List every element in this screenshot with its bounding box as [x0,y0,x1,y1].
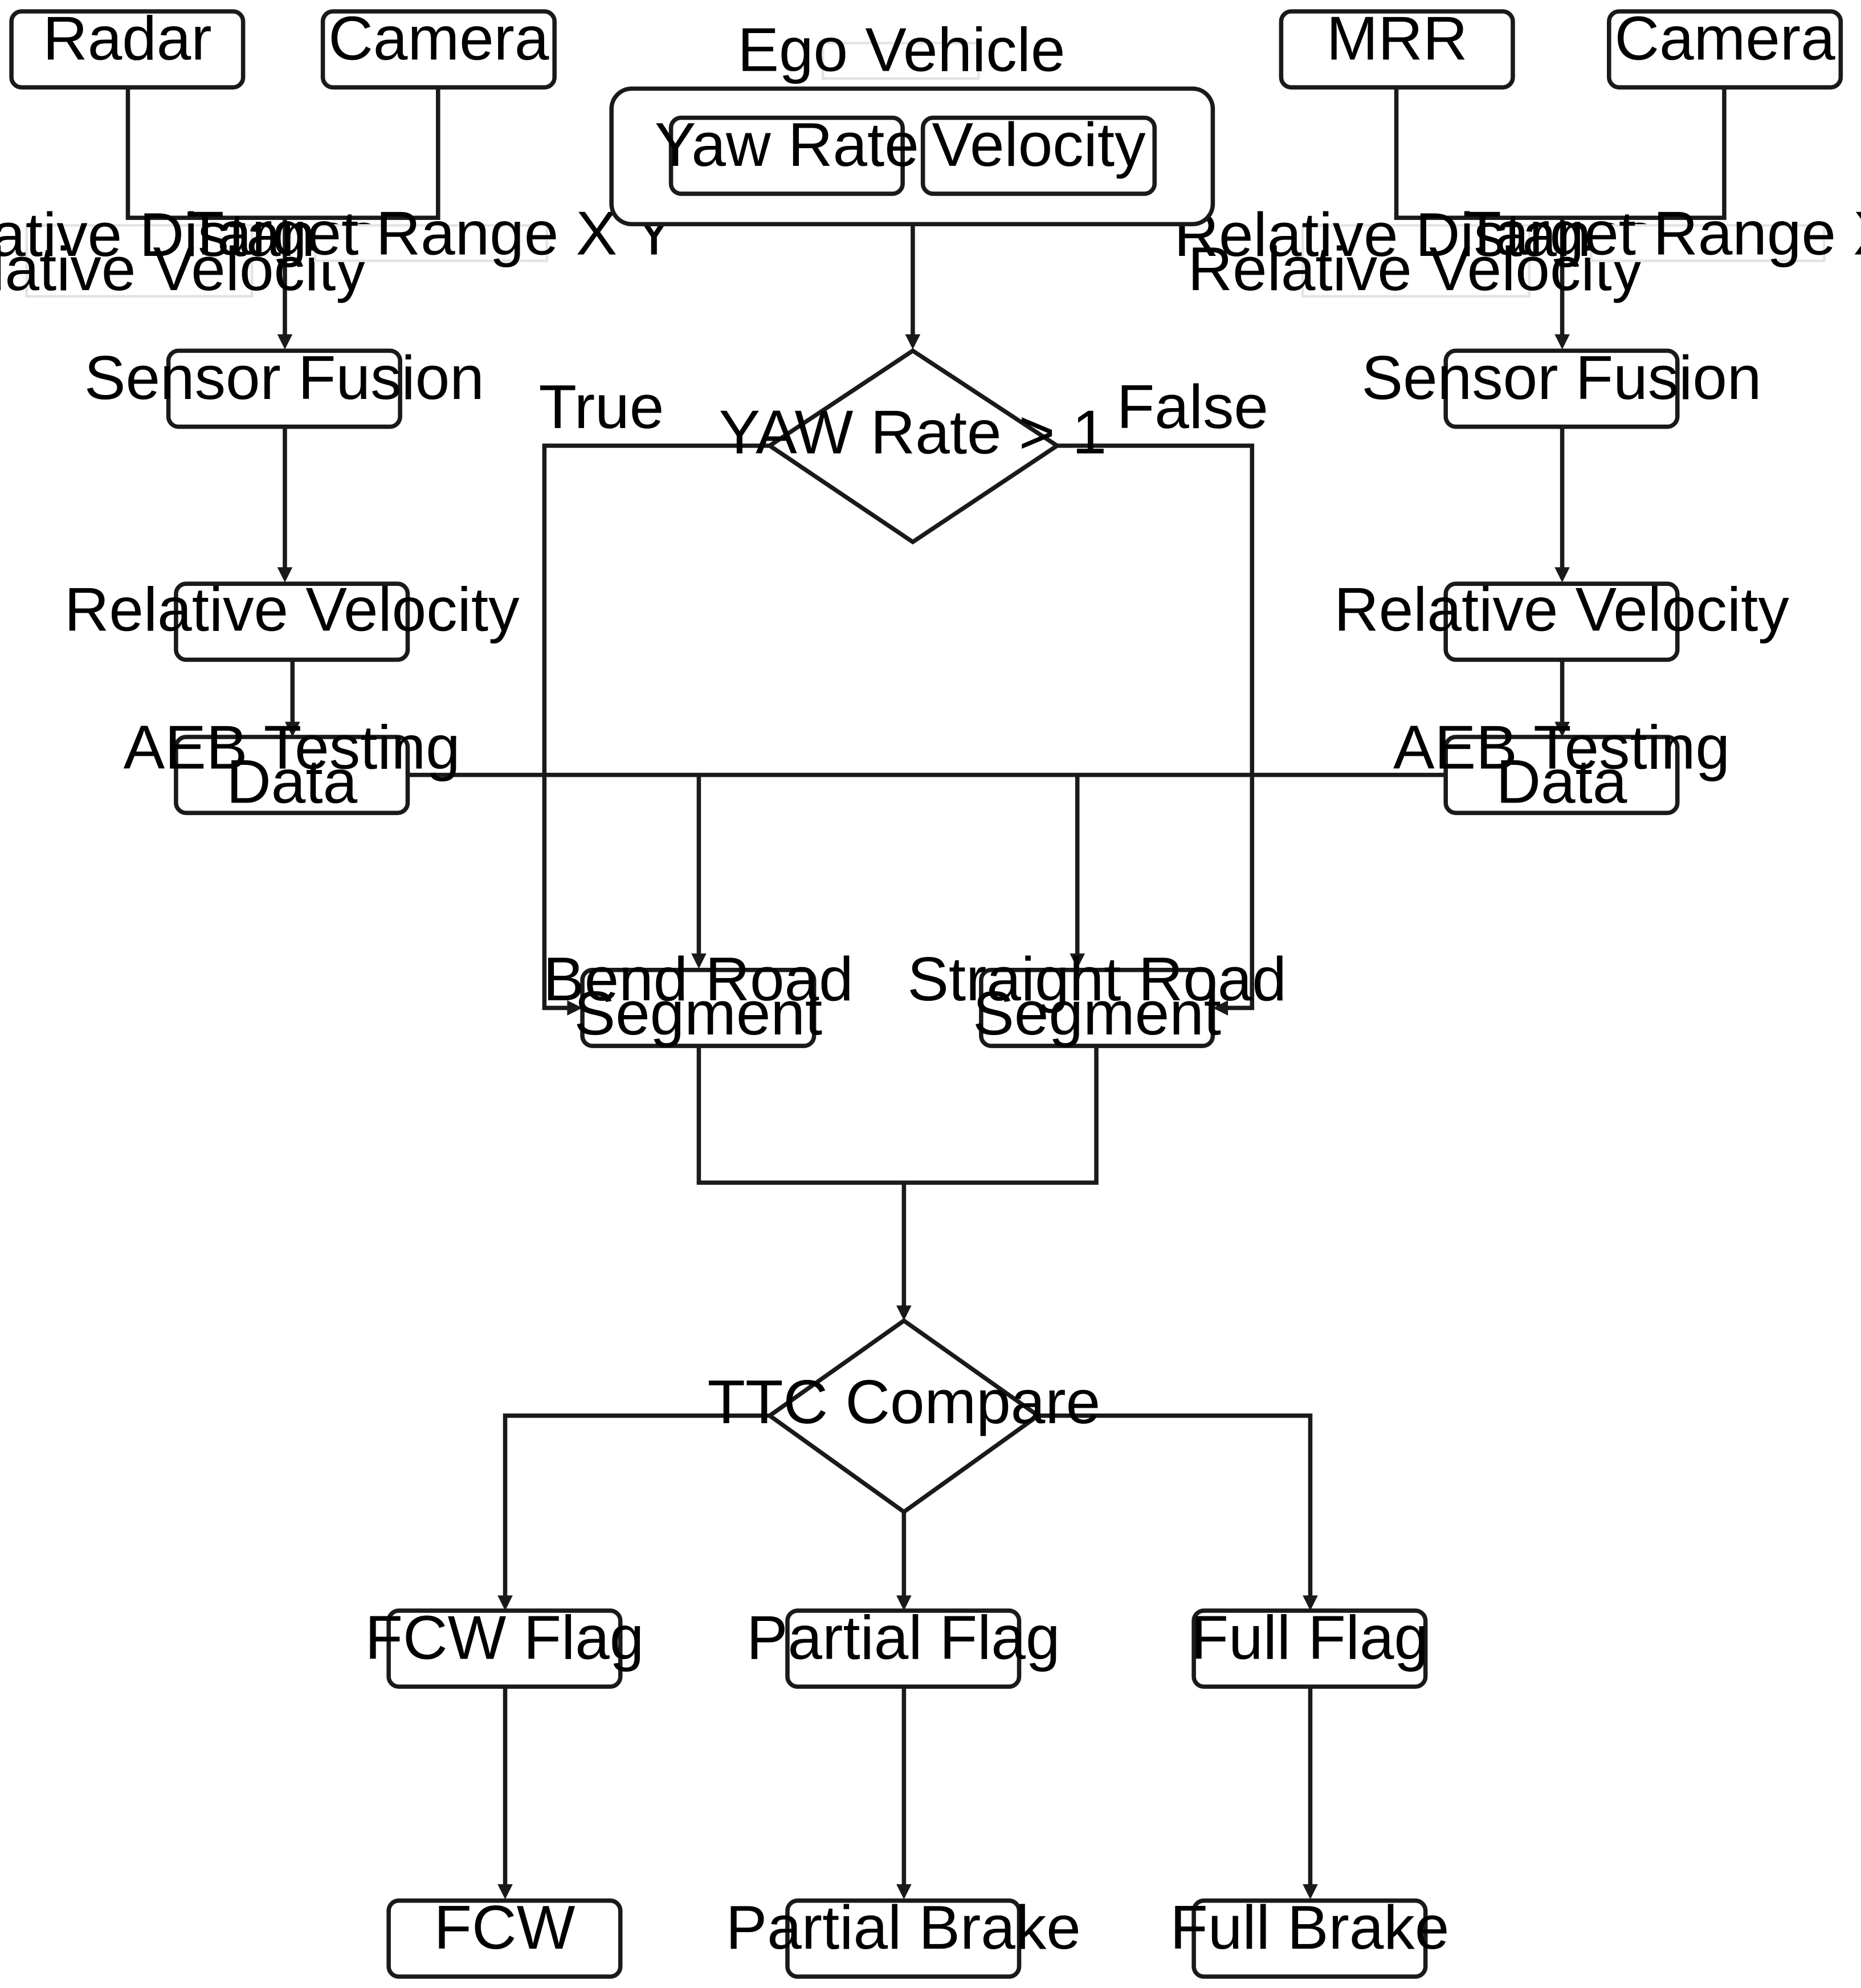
node-left-camera-label: Camera [328,3,549,73]
node-mrr-label: MRR [1327,3,1468,73]
node-left-camera[interactable]: Camera [320,3,557,90]
ego-vehicle-title: Ego Vehicle [737,15,1065,84]
node-partial-flag-label: Partial Flag [746,1603,1060,1672]
edge-ttc-to-fcw-flag [503,1413,770,1598]
arrowhead [277,334,293,350]
node-straight-label-line1: Straight Road [907,944,1287,1014]
edge-yaw-true [542,443,770,1011]
arrowhead [1213,1000,1229,1016]
node-right-relative-velocity-label: Relative Velocity [1334,575,1789,644]
arrowhead [277,567,293,582]
node-ttc-compare-label: TTC Compare [708,1367,1101,1437]
node-fcw[interactable]: FCW [386,1893,623,1979]
node-right-sensor-fusion[interactable]: Sensor Fusion [1362,343,1762,429]
node-mrr[interactable]: MRR [1279,3,1515,90]
node-right-sensor-fusion-label: Sensor Fusion [1362,343,1762,413]
arrowhead [905,334,921,350]
node-left-aeb-label-line2: Data [226,747,357,817]
arrowhead [1554,334,1570,350]
node-right-aeb-label-line2: Data [1496,747,1627,817]
node-partial-flag[interactable]: Partial Flag [746,1603,1060,1689]
edge-label-right-target-range: Target Range X Y [1463,199,1861,268]
node-left-sensor-fusion-label: Sensor Fusion [84,343,484,413]
node-radar[interactable]: Radar [9,3,246,90]
node-left-relative-velocity[interactable]: Relative Velocity [64,575,520,662]
node-right-camera[interactable]: Camera [1607,3,1843,90]
edge-labels: Relative Distance Relative Velocity Targ… [0,15,1861,442]
arrowhead [284,722,300,738]
arrowhead [896,1884,912,1900]
node-left-aeb-label-line1: AEB Testing [124,713,460,783]
node-full-flag-label: Full Flag [1191,1603,1429,1672]
node-fcw-label: FCW [434,1893,575,1962]
node-fcw-flag-label: FCW Flag [365,1603,644,1672]
node-full-flag[interactable]: Full Flag [1191,1603,1429,1689]
node-right-camera-label: Camera [1614,3,1835,73]
arrowhead [1554,722,1570,738]
edge-label-right-rel-distance: Relative Distance [1174,200,1656,270]
node-radar-label: Radar [43,3,212,73]
edge-label-left-rel-velocity: Relative Velocity [0,234,367,304]
node-fcw-flag[interactable]: FCW Flag [365,1603,644,1689]
edge-label-true: True [538,372,664,442]
node-bend-label-line1: Bend Road [543,944,854,1014]
edge-ttc-to-full-flag [1038,1413,1313,1598]
node-ttc-compare[interactable]: TTC Compare [708,1318,1101,1515]
edge-segments-merge [696,1046,1099,1185]
node-full-brake[interactable]: Full Brake [1170,1893,1449,1979]
node-bend-label-line2: Segment [574,979,822,1048]
arrowhead [497,1595,513,1611]
node-right-relative-velocity[interactable]: Relative Velocity [1334,575,1789,662]
arrowhead [896,1595,912,1611]
arrowhead [1303,1595,1318,1611]
node-bend-road-segment[interactable]: Bend Road Segment [543,944,854,1048]
node-full-brake-label: Full Brake [1170,1893,1449,1962]
node-yaw-rate-label: Yaw Rate [655,110,919,180]
edge-label-false: False [1117,372,1268,442]
arrowhead [497,1884,513,1900]
node-partial-brake-label: Partial Brake [726,1893,1081,1962]
edge-label-right-rel-velocity: Relative Velocity [1188,234,1643,304]
node-left-sensor-fusion[interactable]: Sensor Fusion [84,343,484,429]
node-right-aeb-label-line1: AEB Testing [1393,713,1730,783]
node-right-aeb-testing-data[interactable]: AEB Testing Data [1393,713,1730,817]
node-yaw-rate[interactable]: Yaw Rate [655,110,919,196]
node-partial-brake[interactable]: Partial Brake [726,1893,1081,1979]
edges [125,87,1727,1900]
node-yaw-decision-label: YAW Rate > 1 [719,397,1107,467]
arrowhead [1303,1884,1318,1900]
arrowhead [691,953,707,969]
node-left-relative-velocity-label: Relative Velocity [64,575,520,644]
node-velocity-label: Velocity [932,110,1146,180]
edge-label-left-target-range: Target Range X Y [186,199,675,268]
node-straight-road-segment[interactable]: Straight Road Segment [907,944,1287,1048]
arrowhead [567,1000,583,1016]
node-straight-label-line2: Segment [973,979,1221,1048]
edge-yaw-false [1057,443,1255,1011]
arrowhead [1554,567,1570,582]
nodes: Radar Camera Sensor Fusion Relative Velo… [9,3,1843,1979]
node-yaw-decision[interactable]: YAW Rate > 1 [719,348,1107,545]
node-velocity[interactable]: Velocity [920,110,1157,196]
node-left-aeb-testing-data[interactable]: AEB Testing Data [124,713,460,817]
arrowhead [1070,953,1085,969]
arrowhead [896,1305,912,1321]
